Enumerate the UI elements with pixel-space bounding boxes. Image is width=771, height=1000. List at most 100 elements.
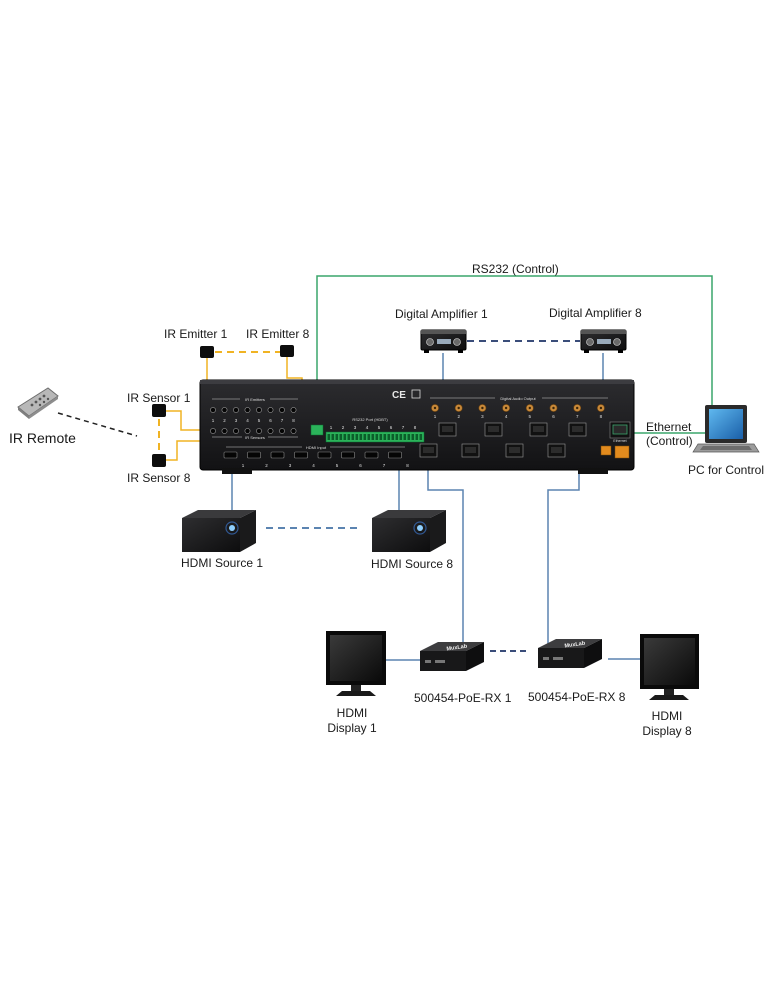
rs232-terminal-pin — [411, 434, 415, 440]
hdmi-input-port-5 — [317, 451, 332, 459]
ir-emitter-8-label: IR Emitter 8 — [246, 327, 310, 341]
ir-emitters-title: IR Emitters — [245, 397, 265, 402]
hdmi-input-port-6 — [341, 451, 355, 459]
ir-jack-number: 7 — [281, 418, 284, 423]
hdmi-input-port-7 — [364, 451, 379, 459]
ir-jack-number: 2 — [223, 418, 226, 423]
rs232-port-number: 1 — [330, 425, 333, 430]
rs232-port-number: 5 — [378, 425, 381, 430]
ir-remote-dashed-link — [57, 412, 138, 437]
ir-sensor-1-icon — [152, 404, 166, 417]
rs232-terminal-pin — [339, 434, 343, 440]
ir-jack-number: 1 — [212, 418, 215, 423]
hdmi-display-8-label-line2: Display 8 — [642, 724, 692, 738]
rs232-port-title: RS232 Port (HDBT) — [352, 417, 388, 422]
hdmi-source-1-label: HDMI Source 1 — [181, 556, 264, 570]
hdmi-input-title: HDMI Input — [306, 445, 327, 450]
hdbt-output-ports — [419, 422, 587, 458]
receiver-8-icon: MuxLab — [538, 639, 602, 668]
hdmi-input-number: 4 — [312, 463, 315, 468]
ce-mark: CE — [392, 390, 406, 401]
hdmi-input-number: 8 — [406, 463, 409, 468]
ir-emitter-jack-4 — [244, 407, 251, 413]
hdmi-input-number: 6 — [359, 463, 362, 468]
ir-emitter-jack-1 — [210, 407, 216, 413]
rs232-terminal-pin — [375, 434, 379, 440]
digital-audio-number: 5 — [529, 414, 532, 419]
digital-amplifier-1-label: Digital Amplifier 1 — [395, 307, 488, 321]
rs232-terminal-pin — [359, 434, 363, 440]
ir-jack-number: 5 — [258, 418, 261, 423]
rs232-terminal-pin — [327, 434, 331, 440]
ethernet-label: Ethernet — [646, 420, 692, 434]
ir-sensor-jack-1 — [210, 428, 216, 434]
ir-emitter-jack-8 — [290, 407, 297, 413]
ir-remote-label: IR Remote — [9, 430, 76, 446]
ir-emitter-8-icon — [280, 345, 294, 357]
hdmi-display-8-icon — [640, 634, 699, 700]
digital-audio-number: 3 — [481, 414, 484, 419]
rs232-port-number: 6 — [390, 425, 393, 430]
ir-emitter-1-icon — [200, 346, 214, 358]
receiver-8-label: 500454-PoE-RX 8 — [528, 690, 626, 704]
rs232-terminal-pin — [371, 434, 375, 440]
receiver-1-icon: MuxLab — [420, 642, 484, 671]
ir-sensor-8-label: IR Sensor 8 — [127, 471, 191, 485]
digital-amplifier-1-icon — [420, 329, 467, 353]
hdmi-display-1-label-line2: Display 1 — [327, 721, 377, 735]
control-terminal — [310, 424, 324, 436]
rs232-terminal-pin — [351, 434, 355, 440]
rs232-terminal-block — [325, 431, 425, 443]
ir-sensor-jack-7 — [279, 428, 285, 434]
rs232-terminal-pins — [327, 434, 423, 440]
ir-jack-number: 6 — [269, 418, 272, 423]
hdbt-rx-1-cable — [427, 452, 464, 648]
rs232-control-label: RS232 (Control) — [472, 262, 559, 276]
ir-sensor-jack-2 — [221, 428, 228, 434]
ir-emitter-jack-6 — [267, 407, 274, 413]
rs232-terminal-pin — [331, 434, 335, 440]
digital-audio-number: 7 — [576, 414, 579, 419]
hdmi-input-number: 5 — [336, 463, 339, 468]
ir-emitter-jack-5 — [256, 407, 262, 413]
ir-emitter-jack-2 — [221, 407, 228, 413]
hdmi-input-port-4 — [294, 451, 308, 459]
hdmi-input-port-8 — [388, 451, 402, 459]
matrix-switch-device: IR Emitters IR Sensors 1 2 3 4 5 6 7 8 RS232 Po… — [199, 379, 635, 474]
ir-remote-icon — [17, 387, 59, 419]
digital-amplifier-8-icon — [580, 329, 627, 353]
ir-sensor-jack-5 — [256, 428, 262, 434]
hdmi-source-8-icon — [372, 510, 446, 552]
ir-emitter-jack-7 — [279, 407, 285, 413]
rs232-terminal-pin — [391, 434, 395, 440]
rs232-control-wire — [316, 275, 713, 425]
ethernet-control-label: (Control) — [646, 434, 693, 448]
ir-sensor-jack-4 — [244, 428, 251, 434]
rs232-port-number: 4 — [366, 425, 369, 430]
hdmi-input-port-2 — [247, 451, 261, 459]
rs232-terminal-pin — [403, 434, 407, 440]
power-terminal — [614, 445, 630, 459]
rs232-terminal-pin — [343, 434, 347, 440]
rs232-port-number: 2 — [342, 425, 345, 430]
ethernet-port-label: Ethernet — [613, 439, 626, 443]
rs232-port-number: 7 — [402, 425, 405, 430]
hdmi-input-number: 2 — [265, 463, 268, 468]
ir-jack-number: 8 — [292, 418, 295, 423]
hdmi-input-number: 7 — [383, 463, 386, 468]
ir-sensor-1-wire — [166, 410, 212, 431]
digital-audio-number: 1 — [434, 414, 437, 419]
receiver-1-brand: MuxLab — [446, 644, 468, 653]
rs232-terminal-pin — [367, 434, 371, 440]
digital-audio-number: 6 — [552, 414, 555, 419]
hdmi-display-8-label-line1: HDMI — [651, 709, 683, 723]
ir-sensors-title: IR Sensors — [245, 435, 265, 440]
hdmi-display-1-icon — [326, 631, 386, 696]
ir-sensor-jack-3 — [233, 428, 239, 434]
rs232-terminal-pin — [407, 434, 411, 440]
hdmi-input-port-3 — [270, 451, 285, 459]
rs232-terminal-pin — [419, 434, 423, 440]
digital-audio-title: Digital Audio Output — [500, 396, 536, 401]
